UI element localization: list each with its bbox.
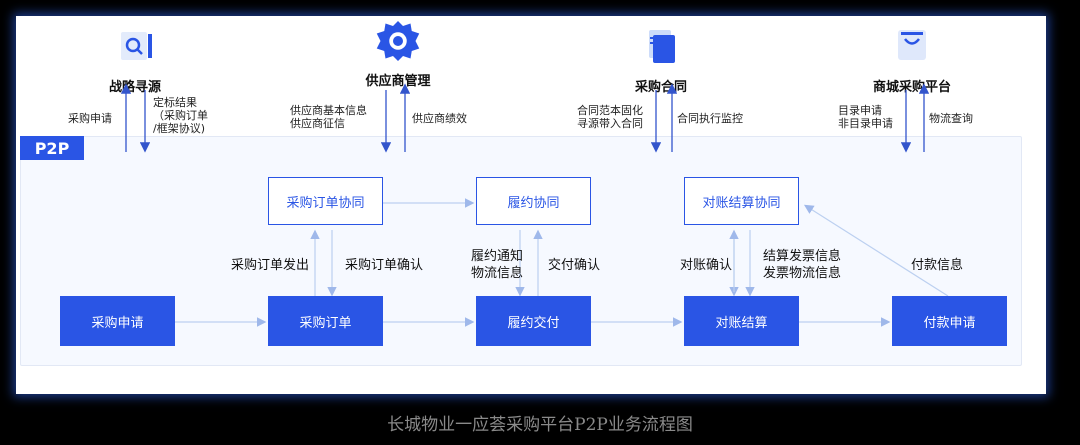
label-order-confirm: 采购订单确认 [345,258,424,273]
label-supplier-down: 供应商基本信息 供应商征信 [290,104,367,130]
box-fulfil-collab: 履约协同 [476,177,591,225]
box-payment-request: 付款申请 [892,296,1007,346]
label-settle-invoice: 结算发票信息 发票物流信息 [763,249,842,281]
box-order-collab: 采购订单协同 [268,177,383,225]
module-title: 供应商管理 [365,74,431,89]
label-mall-down: 目录申请 非目录申请 [838,104,893,130]
box-settlement: 对账结算 [684,296,799,346]
gear-icon [376,21,420,61]
module-supplier: 供应商管理 [318,16,478,89]
module-title: 商城采购平台 [872,80,951,95]
box-purchase-request: 采购申请 [60,296,175,346]
document-icon [649,30,675,63]
label-delivery-confirm: 交付确认 [548,258,601,273]
box-settle-collab: 对账结算协同 [684,177,799,225]
label-mall-up: 物流查询 [929,112,973,125]
label-order-issue: 采购订单发出 [231,258,310,273]
search-document-icon [121,32,152,60]
label-recon-confirm: 对账确认 [680,258,733,273]
box-purchase-order: 采购订单 [268,296,383,346]
label-fulfil-notice: 履约通知 物流信息 [471,249,524,281]
module-mall: 商城采购平台 [832,26,992,95]
label-supplier-up: 供应商绩效 [412,112,467,125]
label-sourcing-up: 采购申请 [68,112,112,125]
label-contract-down: 合同范本固化 寻源带入合同 [577,104,643,130]
p2p-tag: P2P [20,136,84,160]
edge-payment-info [803,204,949,297]
caption: 长城物业一应荟采购平台P2P业务流程图 [387,415,693,435]
label-payment-info: 付款信息 [911,258,964,273]
box-delivery: 履约交付 [476,296,591,346]
label-contract-up: 合同执行监控 [677,112,743,125]
shopping-bag-icon [898,30,926,60]
label-sourcing-down: 定标结果 （采购订单 /框架协议) [153,96,208,135]
